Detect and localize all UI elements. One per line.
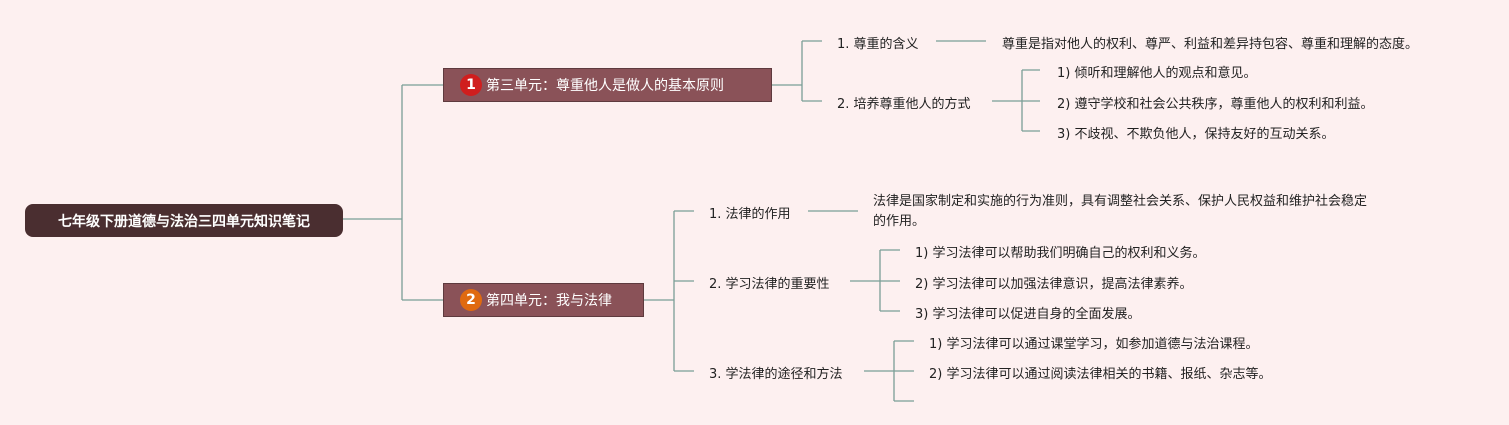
item-text: 2) 学习法律可以通过阅读法律相关的书籍、报纸、杂志等。 [929,367,1272,382]
topic-law-importance[interactable]: 2. 学习法律的重要性 [709,273,830,292]
topic-respect-meaning[interactable]: 1. 尊重的含义 [837,33,919,52]
topic-label: 3. 学法律的途径和方法 [709,367,843,382]
detail-text: 法律是国家制定和实施的行为准则，具有调整社会关系、保护人民权益和维护社会稳定的作… [873,194,1368,229]
unit-4-node[interactable]: 2 第四单元：我与法律 [443,283,644,317]
item-text: 1) 倾听和理解他人的观点和意见。 [1057,66,1257,81]
topic-label: 1. 尊重的含义 [837,37,919,52]
item-methods-1[interactable]: 1) 学习法律可以通过课堂学习，如参加道德与法治课程。 [929,333,1258,352]
item-text: 1) 学习法律可以通过课堂学习，如参加道德与法治课程。 [929,337,1259,352]
item-importance-3[interactable]: 3) 学习法律可以促进自身的全面发展。 [915,303,1140,322]
detail-respect-meaning[interactable]: 尊重是指对他人的权利、尊严、利益和差异持包容、尊重和理解的态度。 [1002,33,1418,52]
topic-label: 2. 培养尊重他人的方式 [837,97,971,112]
item-text: 2) 遵守学校和社会公共秩序，尊重他人的权利和利益。 [1057,97,1374,112]
item-methods-2[interactable]: 2) 学习法律可以通过阅读法律相关的书籍、报纸、杂志等。 [929,363,1271,382]
topic-label: 2. 学习法律的重要性 [709,277,830,292]
item-text: 1) 学习法律可以帮助我们明确自己的权利和义务。 [915,246,1206,261]
unit-3-badge: 1 [460,74,482,96]
item-text: 3) 不歧视、不欺负他人，保持友好的互动关系。 [1057,127,1335,142]
item-importance-1[interactable]: 1) 学习法律可以帮助我们明确自己的权利和义务。 [915,242,1205,261]
topic-law-role[interactable]: 1. 法律的作用 [709,203,791,222]
item-cultivate-3[interactable]: 3) 不歧视、不欺负他人，保持友好的互动关系。 [1057,123,1334,142]
topic-cultivate-respect[interactable]: 2. 培养尊重他人的方式 [837,93,971,112]
unit-3-node[interactable]: 1 第三单元：尊重他人是做人的基本原则 [443,68,772,102]
root-label: 七年级下册道德与法治三四单元知识笔记 [58,213,310,230]
topic-label: 1. 法律的作用 [709,207,791,222]
topic-law-methods[interactable]: 3. 学法律的途径和方法 [709,363,843,382]
item-text: 2) 学习法律可以加强法律意识，提高法律素养。 [915,277,1193,292]
item-importance-2[interactable]: 2) 学习法律可以加强法律意识，提高法律素养。 [915,273,1192,292]
unit-3-title: 第三单元：尊重他人是做人的基本原则 [486,78,724,94]
item-cultivate-1[interactable]: 1) 倾听和理解他人的观点和意见。 [1057,62,1256,81]
unit-4-badge: 2 [460,289,482,311]
detail-text: 尊重是指对他人的权利、尊严、利益和差异持包容、尊重和理解的态度。 [1002,37,1419,52]
root-node[interactable]: 七年级下册道德与法治三四单元知识笔记 [25,204,343,237]
detail-law-role[interactable]: 法律是国家制定和实施的行为准则，具有调整社会关系、保护人民权益和维护社会稳定的作… [873,192,1373,232]
item-cultivate-2[interactable]: 2) 遵守学校和社会公共秩序，尊重他人的权利和利益。 [1057,93,1373,112]
item-text: 3) 学习法律可以促进自身的全面发展。 [915,307,1141,322]
unit-4-title: 第四单元：我与法律 [486,293,612,309]
